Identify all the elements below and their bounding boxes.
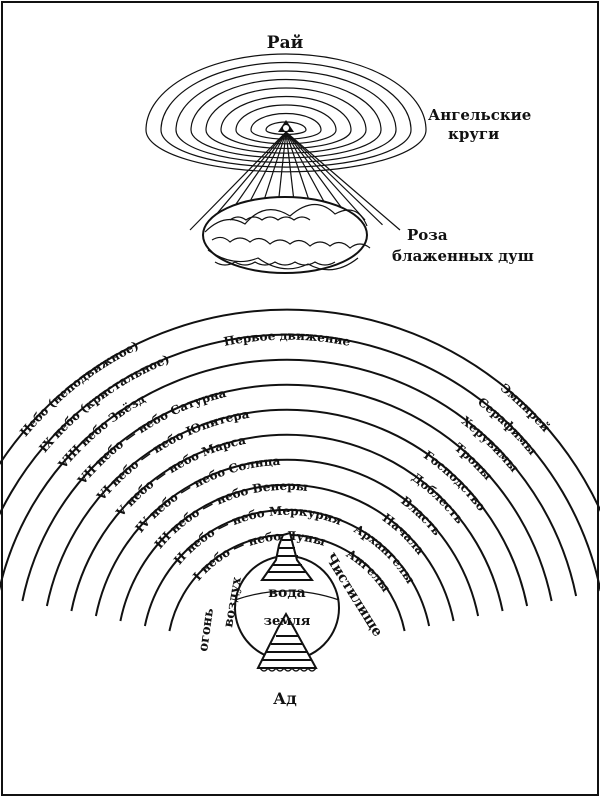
- purgatory-terraces: [268, 539, 306, 573]
- paradise-group: Рай Ангельские круги Роза блаженных душ: [145, 33, 534, 274]
- water-line: [234, 590, 340, 601]
- rose-label: Роза: [407, 226, 448, 244]
- hell-base: [259, 666, 317, 672]
- light-ray: [285, 131, 366, 221]
- light-ray: [285, 131, 383, 226]
- light-ray: [285, 131, 401, 231]
- heaven-sphere-arc: [0, 333, 600, 592]
- light-ray: [189, 131, 287, 231]
- angelic-ring: [175, 70, 397, 164]
- heaven-sphere-arc: [0, 308, 600, 513]
- heaven-sphere-arc: [21, 383, 553, 602]
- angelic-circles: [145, 53, 427, 173]
- heaven-sphere-arc: [0, 358, 578, 597]
- heaven-sphere-arc: [70, 433, 504, 612]
- light-ray: [285, 131, 331, 213]
- angelic-ring: [250, 112, 322, 140]
- water-label: вода: [268, 585, 305, 601]
- angelic-ring: [265, 121, 307, 135]
- heaven-spheres: [0, 308, 600, 632]
- hell-label: Ад: [273, 689, 297, 708]
- heaven-sphere-arc: [119, 483, 455, 622]
- angelic-ring: [160, 61, 412, 168]
- heaven-sphere-arc: [94, 458, 480, 617]
- earth-label: земля: [264, 614, 311, 629]
- angelic-ring: [145, 53, 427, 173]
- heaven-sphere-arc: [45, 408, 529, 607]
- fire-label: огонь: [196, 607, 217, 652]
- paradise-label: Рай: [267, 33, 304, 53]
- rose-of-souls: [202, 196, 371, 274]
- angelic-ring: [220, 95, 352, 150]
- light-eye-icon: [283, 125, 289, 131]
- hell-cone: [256, 611, 318, 669]
- rose-label-2: блаженных душ: [392, 247, 534, 265]
- angelic-ring: [235, 104, 337, 145]
- angelic-ring: [190, 78, 382, 159]
- light-ray: [207, 131, 287, 226]
- prime-mover-label: Первое движение: [222, 329, 351, 349]
- hell-circles: [262, 635, 312, 661]
- light-ray: [285, 131, 348, 217]
- angelic-circles-label-2: круги: [448, 125, 499, 143]
- angelic-circles-label: Ангельские: [428, 106, 531, 124]
- heaven-sphere-arc: [143, 508, 431, 627]
- angelic-ring: [205, 87, 367, 154]
